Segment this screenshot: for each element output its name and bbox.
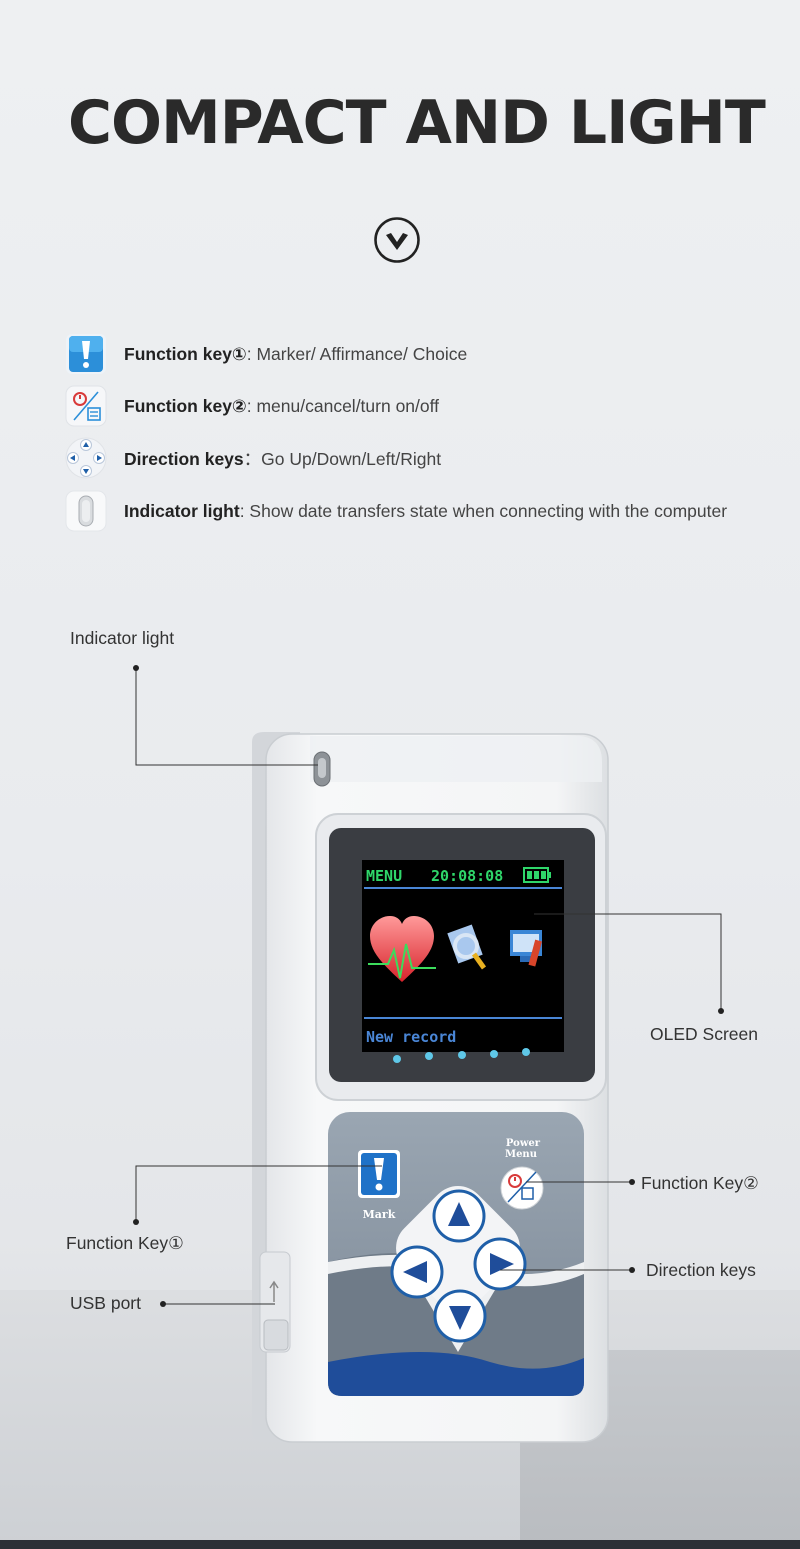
callout-indicator-light: Indicator light (70, 628, 175, 648)
holter-recorder-device: MENU 20:08:08 New record Mark Power Menu (252, 732, 609, 1443)
feature-description: : Show date transfers state when connect… (239, 500, 728, 521)
feature-key-label: Function key① (124, 343, 247, 364)
feature-item-direction-keys: Direction keys：Go Up/Down/Left/Right (64, 436, 441, 480)
callout-oled-screen: OLED Screen (650, 1024, 758, 1044)
feature-key-label: Function key② (124, 395, 247, 416)
direction-keys-icon (65, 437, 107, 479)
indicator-light-icon (65, 490, 107, 532)
screen-status-label: New record (366, 1028, 456, 1046)
power-key-label: Power (506, 1138, 541, 1149)
page-title: COMPACT AND LIGHT (68, 88, 766, 158)
feature-description: : Marker/ Affirmance/ Choice (246, 343, 468, 364)
mark-key-label: Mark (363, 1208, 396, 1221)
feature-description: : menu/cancel/turn on/off (246, 395, 440, 416)
callout-direction-keys: Direction keys (646, 1260, 756, 1280)
screen-menu-label: MENU (366, 867, 402, 885)
callout-function-key-2: Function Key② (641, 1173, 759, 1193)
bottom-border (0, 1540, 800, 1549)
callout-usb-port: USB port (70, 1293, 141, 1313)
callout-function-key-1: Function Key① (66, 1233, 184, 1253)
feature-item-function-key-1: Function key①: Marker/ Affirmance/ Choic… (64, 332, 467, 376)
feature-item-function-key-2: Function key②: menu/cancel/turn on/off (64, 384, 439, 428)
chevron-down-circle-icon (374, 217, 420, 263)
feature-key-label: Direction keys (124, 448, 244, 469)
screen-time: 20:08:08 (431, 867, 503, 885)
feature-key-label: Indicator light (124, 500, 240, 521)
power-menu-key-icon (65, 385, 107, 427)
search-record-icon (447, 924, 487, 970)
heart-ecg-icon (370, 916, 434, 982)
mark-key-icon (66, 334, 106, 374)
menu-key-label: Menu (505, 1149, 537, 1160)
feature-item-indicator-light: Indicator light: Show date transfers sta… (64, 489, 727, 533)
feature-description: ：Go Up/Down/Left/Right (243, 448, 442, 469)
